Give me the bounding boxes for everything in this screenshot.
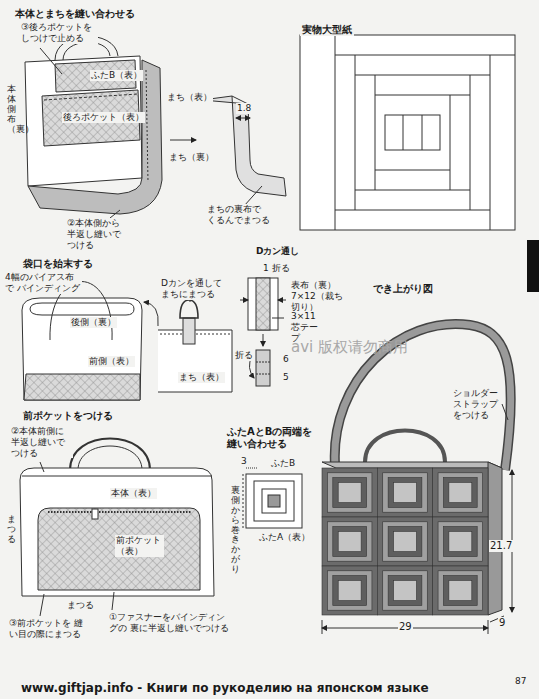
part-label: ふたB [270, 458, 296, 469]
part-label: 本体（表） [110, 488, 157, 499]
part-label: 4幅のバイアス布で バインディング [4, 272, 82, 294]
step-heading: Dカン通し [255, 246, 300, 257]
lid-figure [243, 468, 302, 528]
quilt-block [322, 468, 377, 517]
part-label: ふたA（表） [258, 532, 311, 543]
quilt-block [433, 566, 488, 615]
part-label: ②本体側から 半返し縫いで つける [66, 218, 131, 250]
vertical-label: 本体側布（裏） [6, 85, 17, 134]
step-heading: でき上がり図 [372, 283, 434, 295]
pattern-panel: 実物大型紙 [300, 18, 516, 231]
part-label: まち（表） [178, 372, 225, 383]
vertical-label: 裏側から巻きかがり [230, 486, 241, 575]
part-label: 折る [234, 350, 254, 361]
quilt-block [433, 468, 488, 517]
step-heading: 前ポケットをつける [22, 410, 114, 422]
panel-heading: 実物大型紙 [300, 24, 354, 36]
part-label: 前側（表） [88, 356, 135, 367]
dimension: 5 [282, 372, 290, 383]
quilt-block [322, 517, 377, 566]
part-label: まちの裏布で くるんでまつる [206, 204, 271, 226]
quilt-block [377, 517, 432, 566]
quilt-block [433, 517, 488, 566]
part-label: まつる [66, 600, 95, 611]
part-label: 後側（裏） [70, 317, 117, 328]
page-footer: www.giftjap.info - Книги по рукоделию на… [20, 681, 430, 695]
page-tab [527, 240, 539, 292]
bag-body-figure [25, 36, 286, 218]
part-label: まち（裏） [168, 152, 215, 163]
part-label: ②本体前側に 半返し縫いで つける [10, 426, 73, 458]
quilt-block [377, 566, 432, 615]
quilt-block [322, 566, 377, 615]
part-label: ふたB（表） [90, 70, 143, 81]
step-heading: ふたAとBの両端を 縫い合わせる [226, 426, 324, 450]
part-label: ショルダー ストラップ をつける [452, 388, 501, 420]
page-number: 87 [514, 676, 527, 687]
part-label: 表布（裏） 7×12（裁ち切り） [290, 280, 351, 312]
dimension: 3 [240, 456, 248, 467]
part-label: ①ファスナーをバインディングの 裏に半返し縫いでつける [108, 612, 231, 634]
quilt-block [377, 468, 432, 517]
part-label: ③後ろポケットを しつけで止める [20, 22, 98, 44]
watermark: avi 版权请勿商用 [290, 338, 409, 356]
step-heading: 本体とまちを縫い合わせる [14, 8, 136, 20]
part-label: 後ろポケット（表） [62, 112, 145, 123]
part-label: 前ポケット （表） [115, 535, 164, 557]
part-label: 1 折る [262, 263, 291, 274]
part-label: ③前ポケットを 縫い目の際にまつる [8, 618, 89, 640]
part-label: Dカンを通して まちにまつる [160, 278, 225, 300]
dimension: 29 [398, 621, 413, 633]
dimension: 9 [498, 617, 506, 629]
finished-bag-figure [322, 324, 512, 634]
step-heading: 袋口を始末する [22, 258, 94, 270]
vertical-label: まつる [6, 515, 17, 545]
dimension: 21.7 [489, 540, 513, 552]
log-cabin-pattern [300, 35, 515, 230]
front-pocket-figure [20, 439, 214, 617]
dimension: 1.8 [236, 103, 252, 114]
part-label: まち（表） [166, 92, 213, 103]
d-ring-tab-figure [240, 278, 286, 386]
dimension: 6 [282, 354, 290, 365]
